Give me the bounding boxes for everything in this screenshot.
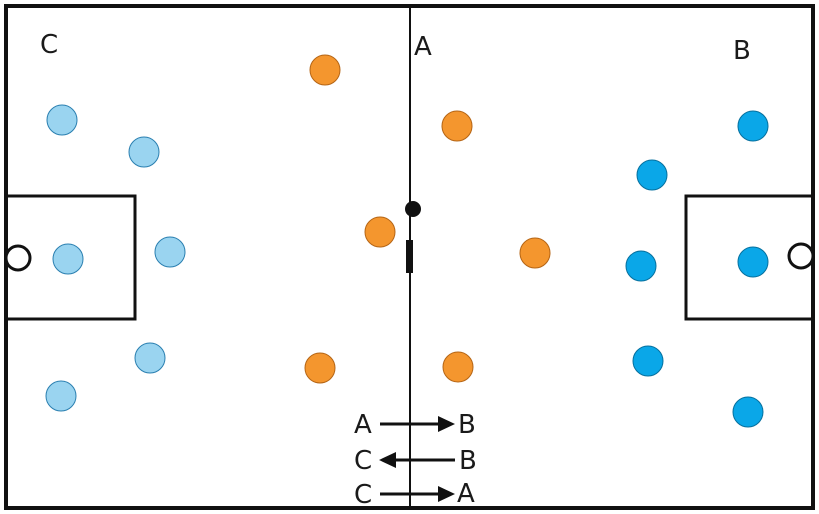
team-b-players — [625, 110, 769, 428]
player-b-1 — [737, 110, 769, 142]
legend-row-2-to: B — [459, 446, 477, 476]
team-c-players — [45, 104, 186, 412]
player-b-3 — [625, 250, 657, 282]
player-a-6 — [442, 351, 474, 383]
team-a-players — [304, 54, 551, 384]
player-c-3 — [154, 236, 186, 268]
legend: A B C B C A — [354, 410, 477, 510]
arrow-icon — [379, 452, 396, 468]
player-c-5 — [45, 380, 77, 412]
center-marker — [406, 240, 413, 273]
player-b-goalkeeper — [737, 246, 769, 278]
player-c-1 — [46, 104, 78, 136]
player-b-5 — [732, 396, 764, 428]
legend-row-2-from: C — [354, 446, 372, 476]
right-goal-icon — [787, 242, 815, 270]
arrow-icon — [438, 486, 455, 502]
player-a-5 — [304, 352, 336, 384]
label-team-b: B — [733, 36, 751, 66]
player-a-2 — [441, 110, 473, 142]
legend-row-3-from: C — [354, 480, 372, 510]
ball-icon — [405, 201, 421, 217]
label-team-c: C — [40, 30, 58, 60]
player-a-3 — [364, 216, 396, 248]
legend-row-3-to: A — [457, 479, 475, 509]
player-c-2 — [128, 136, 160, 168]
left-goal-icon — [4, 244, 32, 272]
player-c-4 — [134, 342, 166, 374]
legend-row-1-from: A — [354, 410, 372, 440]
player-c-goalkeeper — [52, 243, 84, 275]
arrow-icon — [438, 416, 455, 432]
player-b-4 — [632, 345, 664, 377]
legend-row-1-to: B — [458, 410, 476, 440]
player-a-1 — [309, 54, 341, 86]
player-a-4 — [519, 237, 551, 269]
label-team-a: A — [414, 32, 432, 62]
player-b-2 — [636, 159, 668, 191]
